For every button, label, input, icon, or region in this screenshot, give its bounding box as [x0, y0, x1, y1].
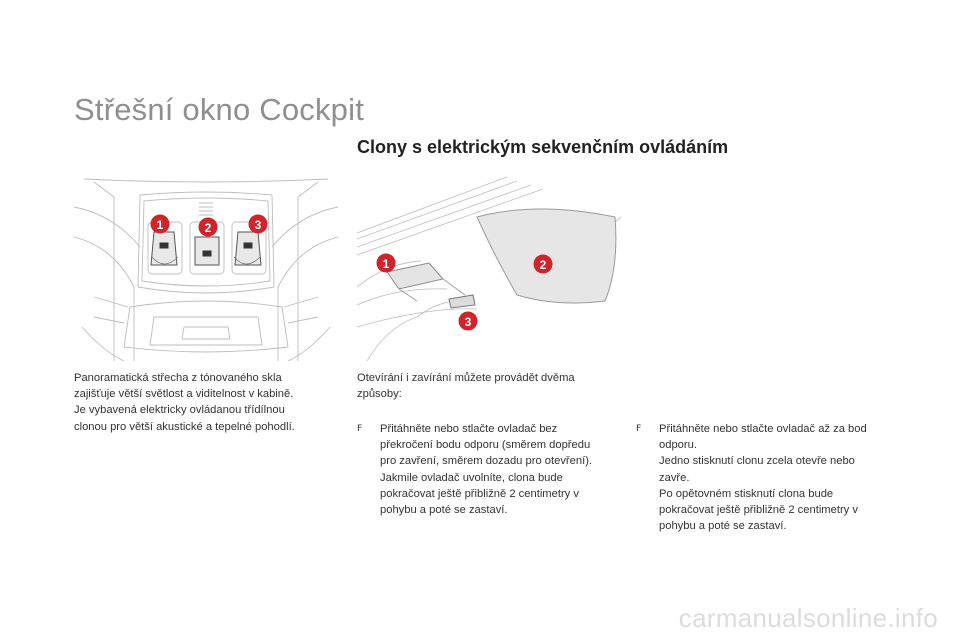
bullet-item-full-press: F Přitáhněte nebo stlačte ovladač až za …	[636, 421, 906, 534]
panoramic-roof-illustration: 1 2 3	[357, 177, 621, 361]
svg-text:1: 1	[157, 218, 164, 232]
svg-text:1: 1	[383, 257, 390, 271]
bullet-arrow-icon: F	[357, 424, 363, 434]
watermark: carmanualsonline.info	[678, 603, 938, 633]
callout-1: 1	[376, 253, 396, 273]
bullet-text: Přitáhněte nebo stlačte ovladač až za bo…	[659, 423, 867, 533]
operation-intro-paragraph: Otevírání i zavírání můžete provádět dvě…	[357, 372, 575, 401]
section-heading: Clony s elektrickým sekvenčním ovládáním	[357, 137, 729, 157]
bullet-item-short-press: F Přitáhněte nebo stlačte ovladač bez př…	[357, 421, 622, 518]
bullet-text: Přitáhněte nebo stlačte ovladač bez přek…	[380, 423, 593, 517]
overhead-console-illustration: 1 2 3	[74, 178, 338, 361]
page-title: Střešní okno Cockpit	[74, 92, 365, 127]
svg-text:2: 2	[540, 258, 547, 272]
callout-2: 2	[533, 254, 553, 274]
intro-paragraph: Panoramatická střecha z tónovaného skla …	[74, 372, 295, 433]
svg-text:2: 2	[205, 221, 212, 235]
callout-2: 2	[198, 217, 218, 237]
svg-text:3: 3	[465, 315, 472, 329]
callout-3: 3	[248, 214, 268, 234]
bullet-arrow-icon: F	[636, 424, 642, 434]
callout-1: 1	[150, 214, 170, 234]
callout-3: 3	[458, 311, 478, 331]
svg-text:3: 3	[255, 218, 262, 232]
